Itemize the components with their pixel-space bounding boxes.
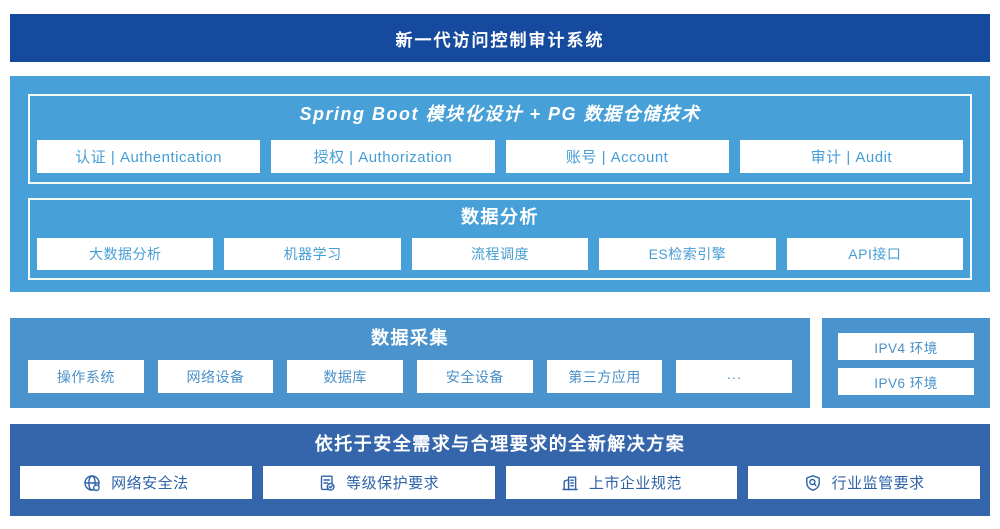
solution-box-cybersecurity-law: 网络安全法 (20, 466, 252, 499)
collection-box-database: 数据库 (287, 360, 404, 393)
analysis-item-row: 大数据分析 机器学习 流程调度 ES检索引擎 API接口 (37, 238, 964, 270)
module-box-authentication: 认证 | Authentication (37, 140, 261, 173)
solution-box-label: 等级保护要求 (346, 475, 440, 492)
solution-box-classified-protection: 等级保护要求 (262, 466, 495, 499)
analysis-box-bigdata: 大数据分析 (37, 238, 214, 270)
module-box-account: 账号 | Account (505, 140, 729, 173)
building-icon (561, 474, 579, 492)
springboot-module-row: 认证 | Authentication 授权 | Authorization 账… (37, 140, 963, 173)
springboot-panel: Spring Boot 模块化设计 + PG 数据仓储技术 认证 | Authe… (28, 94, 972, 184)
analysis-box-workflow: 流程调度 (411, 238, 589, 270)
analysis-box-ml: 机器学习 (224, 238, 401, 270)
springboot-panel-title: Spring Boot 模块化设计 + PG 数据仓储技术 (299, 104, 701, 124)
solution-item-row: 网络安全法 等级保护要求 (20, 466, 980, 499)
shield-search-icon (804, 474, 822, 492)
env-box-ipv6: IPV6 环境 (838, 368, 974, 395)
solution-box-label: 行业监管要求 (831, 475, 925, 492)
solution-section: 依托于安全需求与合理要求的全新解决方案 网络安全法 (10, 424, 990, 516)
platform-section: Spring Boot 模块化设计 + PG 数据仓储技术 认证 | Authe… (10, 76, 990, 292)
collection-box-network-device: 网络设备 (157, 360, 274, 393)
page-title-bar: 新一代访问控制审计系统 (10, 14, 990, 62)
module-box-authorization: 授权 | Authorization (271, 140, 495, 173)
collection-item-row: 操作系统 网络设备 数据库 安全设备 第三方应用 ··· (28, 360, 793, 393)
solution-box-listed-company: 上市企业规范 (505, 466, 738, 499)
solution-title: 依托于安全需求与合理要求的全新解决方案 (314, 434, 686, 454)
env-box-ipv4: IPV4 环境 (838, 333, 974, 360)
solution-box-label: 网络安全法 (111, 475, 189, 492)
analysis-panel-title: 数据分析 (461, 207, 539, 227)
environment-section: IPV4 环境 IPV6 环境 (822, 318, 990, 408)
collection-title: 数据采集 (371, 328, 449, 348)
collection-box-thirdparty: 第三方应用 (546, 360, 663, 393)
analysis-box-es: ES检索引擎 (599, 238, 776, 270)
solution-box-label: 上市企业规范 (588, 475, 682, 492)
collection-box-os: 操作系统 (28, 360, 144, 393)
globe-icon (83, 474, 101, 492)
module-box-audit: 审计 | Audit (739, 140, 963, 173)
solution-box-industry-regulation: 行业监管要求 (748, 466, 980, 499)
document-check-icon (318, 474, 336, 492)
collection-env-row: 数据采集 操作系统 网络设备 数据库 安全设备 第三方应用 ··· IPV4 环… (10, 318, 990, 408)
collection-box-security-device: 安全设备 (417, 360, 533, 393)
page-title: 新一代访问控制审计系统 (395, 30, 605, 50)
analysis-panel: 数据分析 大数据分析 机器学习 流程调度 ES检索引擎 API接口 (28, 198, 972, 280)
collection-box-more: ··· (676, 360, 793, 393)
collection-section: 数据采集 操作系统 网络设备 数据库 安全设备 第三方应用 ··· (10, 318, 810, 408)
analysis-box-api: API接口 (786, 238, 964, 270)
